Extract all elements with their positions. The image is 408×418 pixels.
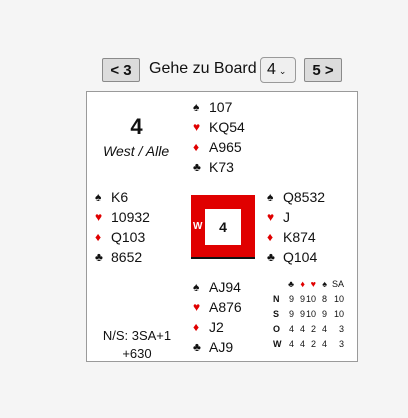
spade-icon: ♠	[193, 100, 200, 114]
tricks-player: S	[273, 308, 280, 319]
result: N/S: 3SA+1 +630	[99, 327, 175, 363]
east-diamonds: K874	[283, 229, 316, 245]
tricks-cell: 8	[321, 293, 327, 304]
heart-icon: ♥	[193, 120, 201, 134]
tricks-cell: 4	[299, 338, 305, 349]
west-clubs: 8652	[111, 249, 143, 265]
north-hearts: KQ54	[209, 119, 245, 135]
tricks-cell: 4	[288, 323, 294, 334]
next-board-button[interactable]: 5 >	[304, 58, 342, 82]
west-hearts: 10932	[111, 209, 150, 225]
north-clubs: K73	[209, 159, 234, 175]
tricks-cell: 4	[299, 323, 305, 334]
diamond-icon: ♦	[267, 230, 274, 244]
board-select[interactable]: 4 ⌄	[260, 57, 296, 83]
tricks-cell: 3	[338, 338, 344, 349]
south-hand: ♠ AJ94 ♥ A876 ♦ J2 ♣ AJ9	[193, 277, 242, 357]
south-hearts: A876	[209, 299, 242, 315]
table-row: S 9 9 10 9 10	[273, 306, 344, 321]
compass-box: W 4	[191, 195, 255, 259]
tricks-cell: 9	[299, 308, 305, 319]
board-select-value: 4	[267, 61, 276, 78]
tricks-cell: 10	[333, 308, 344, 319]
club-icon: ♣	[193, 160, 201, 174]
spade-icon: ♠	[193, 280, 200, 294]
tricks-header-nt: SA	[331, 278, 344, 289]
table-row: O 4 4 2 4 3	[273, 321, 344, 336]
board-number: 4	[130, 114, 143, 139]
dealer-marker: W	[193, 221, 203, 232]
tricks-cell: 9	[288, 293, 294, 304]
tricks-player: O	[273, 323, 281, 334]
west-hand: ♠ K6 ♥ 10932 ♦ Q103 ♣ 8652	[95, 187, 150, 267]
heart-icon: ♥	[267, 210, 275, 224]
tricks-cell: 4	[321, 323, 327, 334]
east-hand: ♠ Q8532 ♥ J ♦ K874 ♣ Q104	[267, 187, 325, 267]
east-hearts: J	[283, 209, 290, 225]
west-diamonds: Q103	[111, 229, 146, 245]
previous-board-button[interactable]: < 3	[102, 58, 140, 82]
diamond-icon: ♦	[193, 320, 200, 334]
north-diamonds: A965	[209, 139, 242, 155]
tricks-player: W	[273, 338, 282, 349]
tricks-cell: 4	[321, 338, 327, 349]
compass-board-number: 4	[205, 209, 241, 245]
south-clubs: AJ9	[209, 339, 234, 355]
tricks-cell: 9	[288, 308, 294, 319]
tricks-cell: 10	[333, 293, 344, 304]
south-diamonds: J2	[209, 319, 224, 335]
spade-icon: ♠	[267, 190, 274, 204]
result-score: +630	[122, 346, 152, 361]
club-icon: ♣	[267, 250, 275, 264]
tricks-header-row: ♣ ♦ ♥ ♠ SA	[273, 276, 344, 291]
diamond-icon: ♦	[95, 230, 102, 244]
heart-icon: ♥	[193, 300, 201, 314]
heart-icon: ♥	[95, 210, 103, 224]
table-row: N 9 9 10 8 10	[273, 291, 344, 306]
tricks-cell: 2	[310, 338, 316, 349]
chevron-down-icon: ⌄	[278, 65, 287, 76]
tricks-header-diamonds: ♦	[300, 278, 305, 289]
club-icon: ♣	[193, 340, 201, 354]
east-spades: Q8532	[283, 189, 326, 205]
tricks-player: N	[273, 293, 280, 304]
tricks-cell: 3	[338, 323, 344, 334]
tricks-cell: 10	[305, 293, 316, 304]
tricks-cell: 9	[299, 293, 305, 304]
tricks-table: ♣ ♦ ♥ ♠ SA N 9 9 10 8 10 S 9 9 10 9 10 O…	[273, 276, 344, 351]
tricks-cell: 9	[321, 308, 327, 319]
table-row: W 4 4 2 4 3	[273, 336, 344, 351]
diamond-icon: ♦	[193, 140, 200, 154]
north-spades: 107	[209, 99, 233, 115]
tricks-header-hearts: ♥	[310, 278, 316, 289]
spade-icon: ♠	[95, 190, 102, 204]
tricks-header-clubs: ♣	[288, 278, 294, 289]
club-icon: ♣	[95, 250, 103, 264]
goto-board-label: Gehe zu Board	[149, 60, 257, 77]
tricks-cell: 2	[310, 323, 316, 334]
tricks-cell: 4	[288, 338, 294, 349]
tricks-cell: 10	[305, 308, 316, 319]
tricks-header-spades: ♠	[322, 278, 327, 289]
board-panel: 4 West / Alle ♠ 107 ♥ KQ54 ♦ A965 ♣ K73 ♠ K6 …	[86, 91, 358, 362]
west-spades: K6	[111, 189, 129, 205]
result-contract: N/S: 3SA+1	[102, 328, 172, 343]
south-spades: AJ94	[209, 279, 241, 295]
dealer-vulnerability: West / Alle	[103, 143, 170, 159]
east-clubs: Q104	[283, 249, 318, 265]
north-hand: ♠ 107 ♥ KQ54 ♦ A965 ♣ K73	[193, 97, 245, 177]
